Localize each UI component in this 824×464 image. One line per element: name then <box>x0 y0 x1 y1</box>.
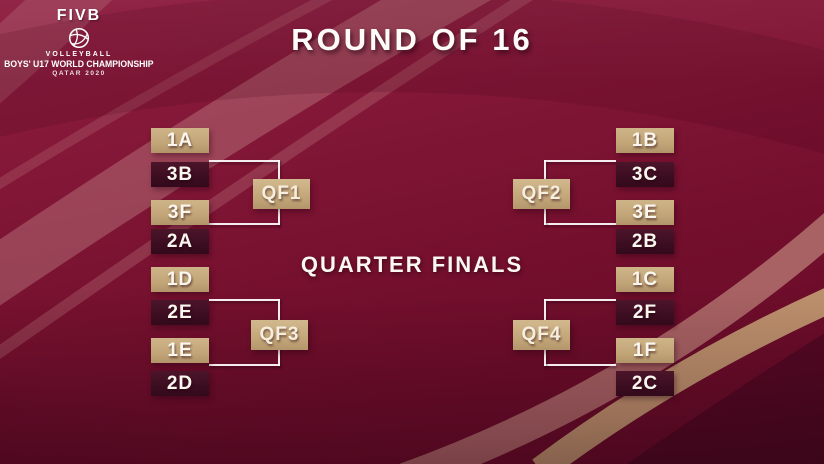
team-slot: 1F <box>616 338 674 363</box>
team-slot: 2B <box>616 229 674 254</box>
volleyball-icon <box>68 27 90 49</box>
bracket-connector <box>544 364 616 366</box>
qf-match-label: QF2 <box>513 179 570 209</box>
team-slot: 1B <box>616 128 674 153</box>
team-slot: 2D <box>151 371 209 396</box>
bracket-connector <box>209 299 280 301</box>
team-slot: 3B <box>151 162 209 187</box>
bracket-connector <box>544 299 616 301</box>
team-slot: 2A <box>151 229 209 254</box>
logo-sport-label: VOLLEYBALL <box>45 51 113 58</box>
bracket-connector <box>544 160 616 162</box>
quarter-finals-label: QUARTER FINALS <box>300 252 524 277</box>
team-slot: 3F <box>151 200 209 225</box>
logo-edition: QATAR 2020 <box>52 70 106 77</box>
qf-match-label: QF3 <box>251 320 308 350</box>
fivb-wordmark: FIVB <box>56 7 102 24</box>
team-slot: 2F <box>616 300 674 325</box>
page-title: ROUND OF 16 <box>291 22 533 57</box>
logo-event-title: BOYS' U17 WORLD CHAMPIONSHIP <box>4 59 154 69</box>
team-slot: 3C <box>616 162 674 187</box>
team-slot: 2E <box>151 300 209 325</box>
team-slot: 1A <box>151 128 209 153</box>
bracket-connector <box>209 364 280 366</box>
bracket-connector <box>544 223 616 225</box>
team-slot: 1C <box>616 267 674 292</box>
team-slot: 3E <box>616 200 674 225</box>
fivb-logo: FIVB VOLLEYBALL BOYS' U17 WORLD CHAMPION… <box>0 7 158 77</box>
qf-match-label: QF4 <box>513 320 570 350</box>
team-slot: 2C <box>616 371 674 396</box>
bracket-connector <box>209 223 280 225</box>
team-slot: 1D <box>151 267 209 292</box>
team-slot: 1E <box>151 338 209 363</box>
qf-match-label: QF1 <box>253 179 310 209</box>
bracket-connector <box>209 160 280 162</box>
